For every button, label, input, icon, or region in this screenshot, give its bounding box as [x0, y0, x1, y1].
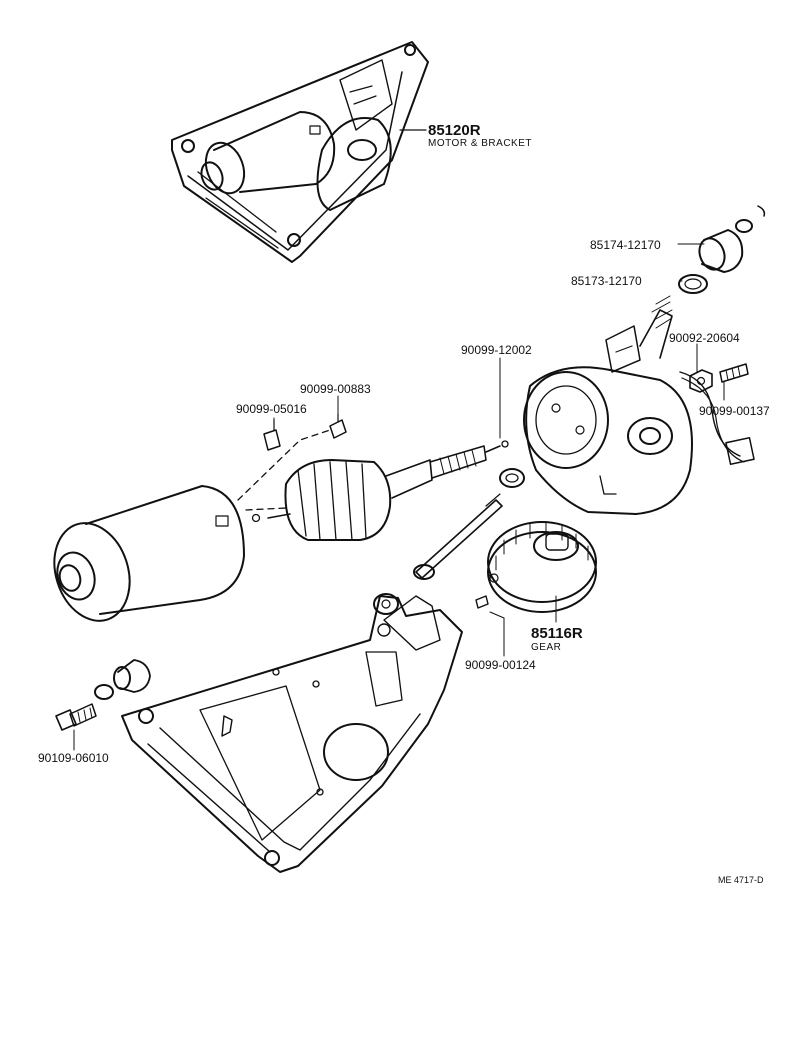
mounting-bracket: [121, 593, 463, 873]
label-85173-12170: 85173-12170: [571, 274, 642, 288]
assembled-motor-bracket: [171, 41, 429, 263]
figure-code: ME 4717-D: [718, 875, 764, 885]
label-85174-12170: 85174-12170: [590, 238, 661, 252]
label-90099-00137: 90099-00137: [699, 404, 770, 418]
motor-yoke: [53, 485, 261, 622]
label-gear-part: 85116R: [531, 625, 583, 642]
label-motor-bracket-name: MOTOR & BRACKET: [428, 138, 532, 149]
label-90099-12002: 90099-12002: [461, 343, 532, 357]
gear-housing: [523, 295, 755, 515]
grommet-washer-bolt: [55, 659, 151, 731]
label-90109-06010: 90109-06010: [38, 751, 109, 765]
label-90099-00124: 90099-00124: [465, 658, 536, 672]
label-90092-20604: 90092-20604: [669, 331, 740, 345]
nut-and-stud: [689, 363, 749, 393]
small-hardware-upper-left: [263, 413, 347, 451]
label-90099-00883: 90099-00883: [300, 382, 371, 396]
collar-and-washers: [678, 205, 766, 294]
leader-lines: [73, 243, 725, 751]
drive-gear: [475, 521, 597, 613]
label-gear-name: GEAR: [531, 642, 562, 653]
output-shaft: [413, 468, 525, 580]
label-90099-05016: 90099-05016: [236, 402, 307, 416]
armature: [267, 440, 509, 541]
label-motor-bracket-part: 85120R: [428, 122, 481, 139]
